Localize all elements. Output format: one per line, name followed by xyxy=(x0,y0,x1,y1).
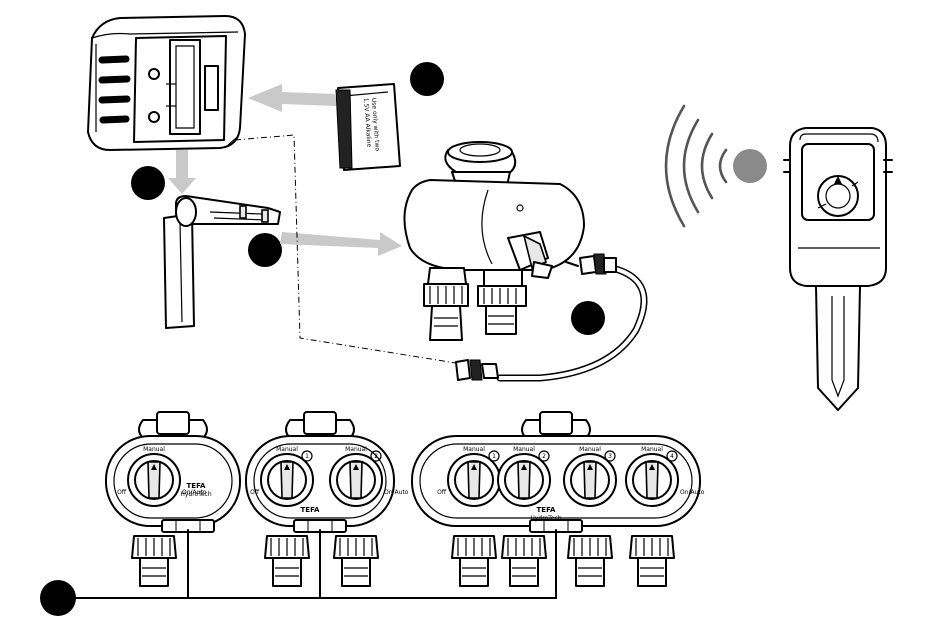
dial-label-manual: Manual xyxy=(641,446,663,453)
outlet-connector xyxy=(452,536,496,586)
dial-label-manual: Manual xyxy=(276,446,298,453)
mount-down-arrow xyxy=(168,150,196,194)
dial-label-manual: Manual xyxy=(143,446,165,453)
outlet-connector xyxy=(334,536,378,586)
dial-number: 2 xyxy=(374,453,378,460)
attach-valve-arrow xyxy=(280,232,402,256)
brand-subtitle: HydroTech xyxy=(530,515,562,522)
dial-label-manual: Manual xyxy=(513,446,535,453)
dial-label-off: Off xyxy=(117,489,127,496)
step-marker-sensor xyxy=(733,149,767,183)
outlet-connector xyxy=(132,536,176,586)
dial-number: 1 xyxy=(492,453,496,460)
step-marker-mount xyxy=(131,166,165,200)
step-marker-battery xyxy=(410,62,444,96)
dial-label-off: Off xyxy=(437,489,447,496)
outlet-connector xyxy=(502,536,546,586)
insert-battery-arrow xyxy=(248,84,336,112)
outlet-connector xyxy=(630,536,674,586)
dial-label-on-auto: On/Auto xyxy=(384,489,409,496)
controller-unit xyxy=(88,16,245,150)
dial-number: 4 xyxy=(670,453,674,460)
wireless-signal-icon xyxy=(666,106,726,226)
two-outlet-valve xyxy=(404,142,584,340)
step-marker-cable xyxy=(571,301,605,335)
outlet-connector xyxy=(568,536,612,586)
soil-moisture-sensor xyxy=(784,128,892,410)
battery-pack: Use only with two 1.5V AA Alkaline xyxy=(336,84,400,170)
brand-logo: TEFA xyxy=(301,506,321,514)
brand-subtitle: HydroTech xyxy=(180,491,212,498)
dial-label-manual: Manual xyxy=(579,446,601,453)
brand-logo: TEFA xyxy=(537,506,557,514)
dial-label-off: Off xyxy=(250,489,260,496)
dial-label-manual: Manual xyxy=(463,446,485,453)
step-marker-bracket xyxy=(248,233,282,267)
dial-label-on-auto: On/Auto xyxy=(680,489,705,496)
dial-number: 1 xyxy=(305,453,309,460)
outlet-connector xyxy=(265,536,309,586)
step-marker-bus xyxy=(40,580,76,616)
dial-label-manual: Manual xyxy=(345,446,367,453)
brand-logo: TEFA xyxy=(187,482,207,490)
dial-number: 3 xyxy=(608,453,612,460)
dial-number: 2 xyxy=(542,453,546,460)
